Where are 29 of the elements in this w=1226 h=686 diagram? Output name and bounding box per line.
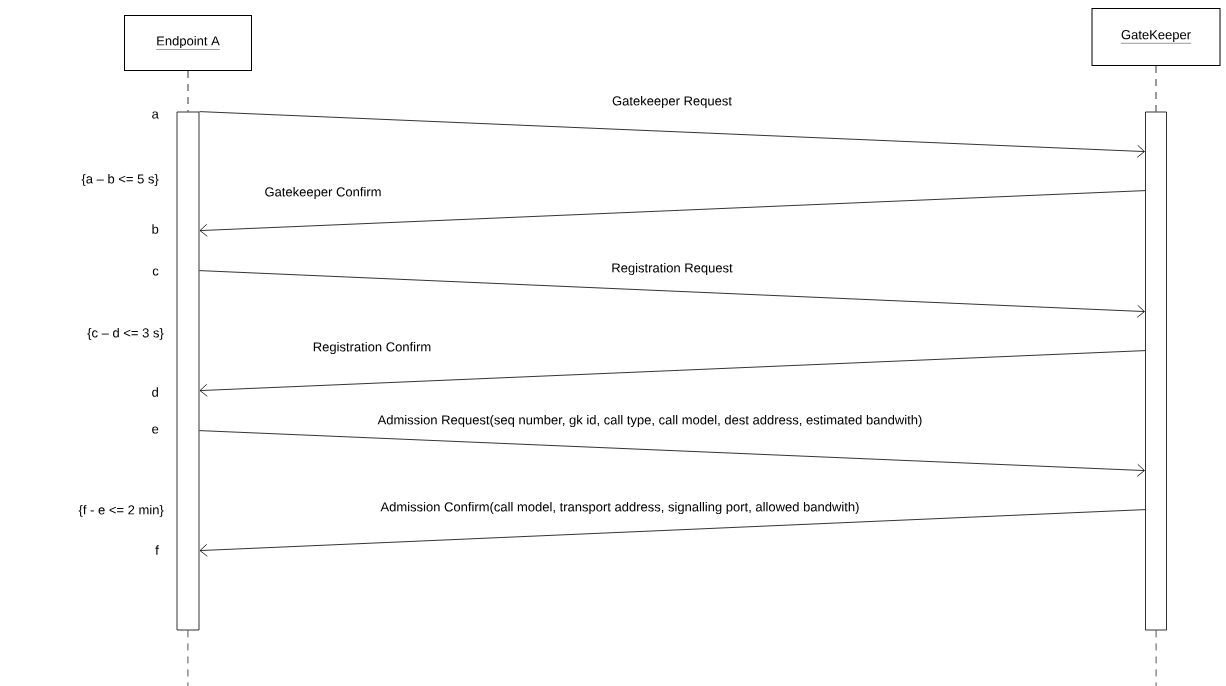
time-label: {c – d <= 3 s}	[87, 327, 164, 341]
lifeline	[187, 630, 189, 686]
activation-bar	[1145, 111, 1167, 631]
lifeline-header: Endpoint A	[124, 15, 252, 71]
message-label: Gatekeeper Confirm	[263, 185, 383, 201]
time-label: c	[152, 268, 159, 276]
time-label: {a – b <= 5 s}	[81, 173, 159, 187]
time-label: f	[155, 545, 159, 555]
lifeline	[1155, 630, 1157, 686]
time-label: d	[152, 387, 158, 397]
message-arrow	[199, 350, 1146, 397]
message-label: Admission Request(seq number, gk id, call type, call model, dest address, estimated bandwith)	[376, 413, 924, 429]
time-label: e	[152, 426, 159, 434]
message-label: Registration Request	[610, 261, 734, 277]
time-label: {f - e <= 2 min}	[78, 504, 164, 518]
message-arrow	[199, 509, 1146, 557]
message-label: Admission Confirm(call model, transport address, signalling port, allowed bandwith)	[379, 500, 861, 516]
lifeline	[1155, 65, 1157, 112]
lifeline-header: GateKeeper	[1091, 8, 1221, 66]
message-label: Gatekeeper Request	[611, 94, 733, 110]
message-label: Registration Confirm	[311, 340, 433, 356]
message-arrow	[199, 430, 1145, 477]
message-arrow	[199, 111, 1145, 158]
message-arrow	[199, 270, 1145, 318]
message-arrow	[199, 190, 1146, 237]
lifeline	[187, 70, 189, 112]
activation-bar	[176, 111, 200, 631]
time-label: b	[152, 224, 159, 234]
time-label: a	[152, 111, 159, 119]
